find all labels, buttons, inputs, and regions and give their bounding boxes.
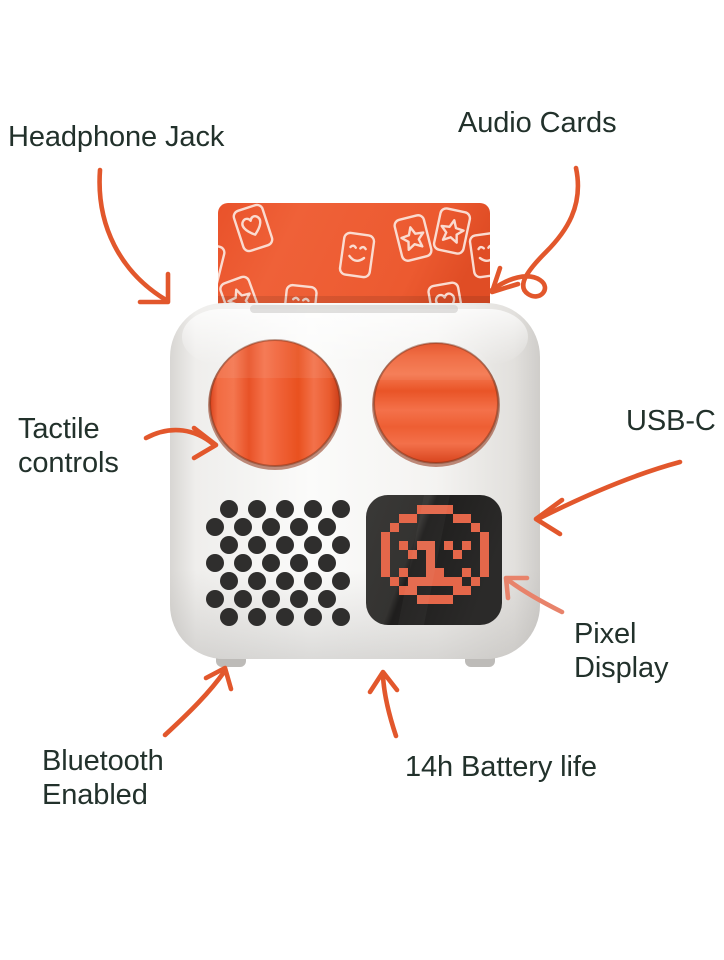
callout-label-audio-cards: Audio Cards <box>458 107 617 139</box>
arrow-usb-c <box>533 459 683 537</box>
arrow-battery-life <box>367 669 400 739</box>
callout-label-tactile-controls: Tactile controls <box>18 413 119 480</box>
arrow-pixel-display <box>503 575 565 615</box>
arrow-tactile-controls <box>143 425 219 461</box>
callout-label-headphone-jack: Headphone Jack <box>8 121 225 153</box>
speaker-grille <box>206 500 350 626</box>
knob-right[interactable] <box>372 335 500 467</box>
callout-label-bluetooth: Bluetooth Enabled <box>42 745 164 812</box>
pixel-display[interactable] <box>366 495 502 625</box>
arrow-audio-cards <box>489 165 581 299</box>
arrow-bluetooth <box>162 665 234 738</box>
callout-label-battery-life: 14h Battery life <box>405 751 597 783</box>
callout-label-usb-c: USB-C <box>626 405 716 437</box>
knob-left[interactable] <box>208 336 342 470</box>
pixel-face <box>381 505 489 604</box>
callout-label-pixel-display: Pixel Display <box>574 618 669 685</box>
arrow-headphone-jack <box>97 167 171 305</box>
